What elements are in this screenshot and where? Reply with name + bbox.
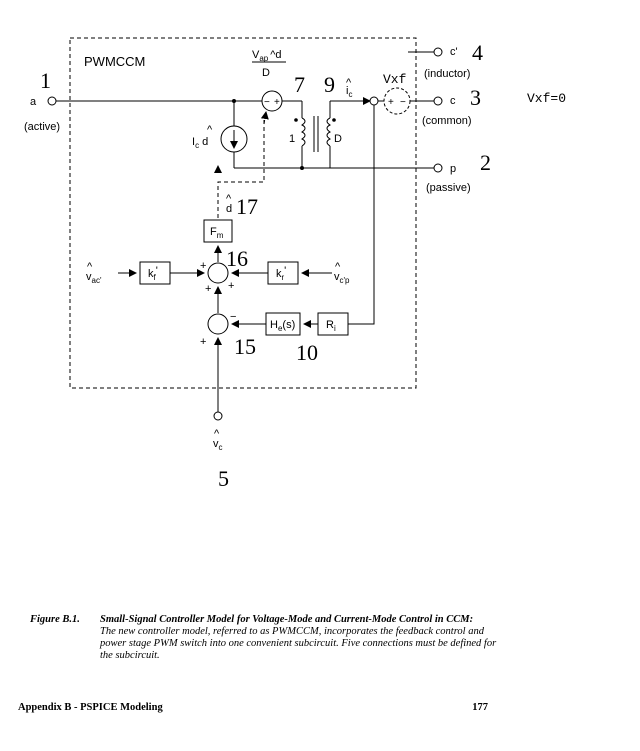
sign-plus: + (205, 283, 211, 295)
node-number-16: 16 (226, 246, 248, 271)
block-ri-label: Ri (326, 319, 336, 333)
current-ic-label: ic (346, 85, 352, 99)
terminal-p-label: p (450, 163, 456, 175)
input-vac-hat: ^ (87, 261, 93, 273)
d-hat-label: d (226, 203, 232, 215)
terminal-vc-hat: ^ (214, 428, 220, 440)
summing-junction-upper (207, 262, 229, 284)
caption-body: The new controller model, referred to as… (100, 626, 497, 661)
sign-plus: + (200, 336, 206, 348)
node-number-17: 17 (236, 194, 258, 219)
current-ic-label: ^ (346, 77, 352, 89)
transformer-ratio-left: 1 (289, 133, 295, 145)
node-number-1: 1 (40, 68, 51, 93)
polarity-dot (332, 118, 336, 122)
node-number-7: 7 (294, 72, 305, 97)
node-number-3: 3 (470, 85, 481, 110)
voltage-source-minus: − (264, 97, 270, 108)
d-hat-label-hat: ^ (226, 193, 232, 205)
terminal-cp-desc: (inductor) (424, 68, 470, 80)
block-he-label: He(s) (270, 319, 295, 333)
vsource-num: Vap^d (252, 49, 282, 63)
terminal-vc (213, 411, 223, 421)
vxf-value: Vxf=0 (527, 91, 566, 106)
terminal-p-desc: (passive) (426, 182, 471, 194)
terminal-a-desc: (active) (24, 121, 60, 133)
sign-minus: − (230, 311, 236, 323)
terminal-a-label: a (30, 96, 37, 108)
current-sense-wire (348, 105, 375, 325)
summing-junction-lower (207, 313, 229, 335)
block-kr-label: kr' (276, 265, 286, 282)
caption-label: Figure B.1. (30, 614, 80, 625)
input-vcp: vc'p (334, 271, 350, 285)
terminal-c-label: c (450, 95, 456, 107)
control-link (217, 120, 265, 218)
terminal-cp (433, 47, 443, 57)
terminal-cp-label: c' (450, 46, 458, 58)
sign-plus: + (228, 280, 234, 292)
page-footer: Appendix B - PSPICE Modeling 177 (18, 702, 488, 716)
node-number-15: 15 (234, 334, 256, 359)
subcircuit-boundary (69, 37, 417, 389)
node-number-9: 9 (324, 72, 335, 97)
transformer-secondary (326, 117, 331, 147)
block-fm-label: Fm (210, 226, 224, 240)
input-vac: vac' (86, 271, 102, 285)
terminal-vc-label: vc (213, 438, 223, 452)
terminal-a (47, 96, 57, 106)
transformer-primary (301, 117, 306, 147)
page-number: 177 (472, 702, 488, 713)
caption-title: Small-Signal Controller Model for Voltag… (100, 614, 474, 625)
control-link-arrow (260, 111, 269, 125)
sense-node (369, 96, 379, 106)
terminal-p (433, 163, 443, 173)
transformer-ratio-right: D (334, 133, 342, 145)
sign-plus: + (200, 260, 206, 272)
vsource-den: D (262, 67, 270, 79)
terminal-c (433, 96, 443, 106)
polarity-dot (294, 118, 298, 122)
block-kf-label: kf' (148, 265, 158, 282)
terminal-c-desc: (common) (422, 115, 472, 127)
circuit-diagram: PWMCCM 1 4 3 2 7 9 17 16 15 10 5 a (acti… (24, 37, 566, 491)
vxf-label: Vxf (383, 72, 406, 87)
voltage-source-plus: + (274, 97, 280, 108)
vxf-plus: + (388, 97, 394, 108)
node-number-2: 2 (480, 150, 491, 175)
node-number-10: 10 (296, 340, 318, 365)
node-number-5: 5 (218, 466, 229, 491)
input-vcp-hat: ^ (335, 261, 341, 273)
current-source-hat: ^ (207, 124, 213, 136)
node-number-4: 4 (472, 40, 483, 65)
junction-dot (300, 166, 304, 170)
subcircuit-name: PWMCCM (84, 54, 145, 69)
block-fm (203, 219, 233, 243)
footer-section: Appendix B - PSPICE Modeling (18, 702, 163, 713)
figure-caption: Figure B.1. Small-Signal Controller Model… (30, 614, 510, 662)
vxf-minus: − (400, 97, 406, 108)
